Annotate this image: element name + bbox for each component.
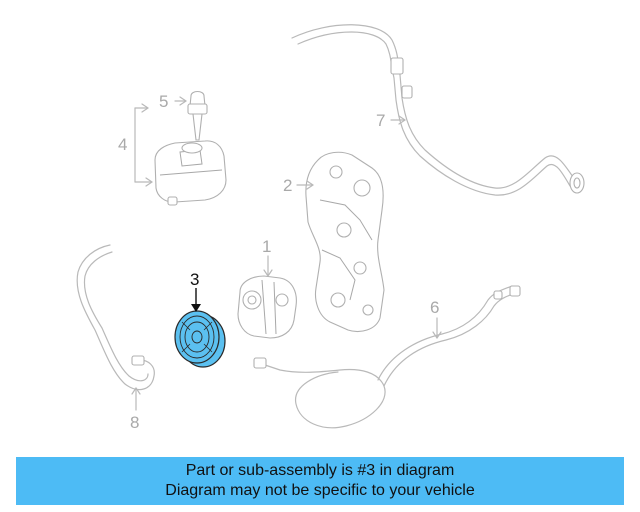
info-banner: Part or sub-assembly is #3 in diagram Di… xyxy=(16,457,624,505)
callout-4: 4 xyxy=(118,135,127,154)
part-6-pressure-hose[interactable] xyxy=(253,285,521,429)
part-8-return-hose[interactable] xyxy=(76,244,155,391)
part-4-reservoir[interactable] xyxy=(154,140,227,206)
callout-2: 2 xyxy=(283,176,292,195)
part-1-power-steering-pump[interactable] xyxy=(237,275,297,339)
part-2-mounting-bracket[interactable] xyxy=(305,151,385,333)
callout-1: 1 xyxy=(262,237,271,256)
callout-3: 3 xyxy=(190,270,199,289)
callout-6: 6 xyxy=(430,298,439,317)
part-5-reservoir-cap[interactable] xyxy=(187,90,208,141)
banner-line-2: Diagram may not be specific to your vehi… xyxy=(165,482,475,499)
banner-line-1: Part or sub-assembly is #3 in diagram xyxy=(185,462,455,479)
part-3-pulley[interactable] xyxy=(174,310,226,368)
part-7-hose[interactable] xyxy=(291,24,585,196)
callout-5: 5 xyxy=(159,92,168,111)
leader-lines xyxy=(131,96,442,411)
callout-8: 8 xyxy=(130,413,139,432)
callout-7: 7 xyxy=(376,111,385,130)
